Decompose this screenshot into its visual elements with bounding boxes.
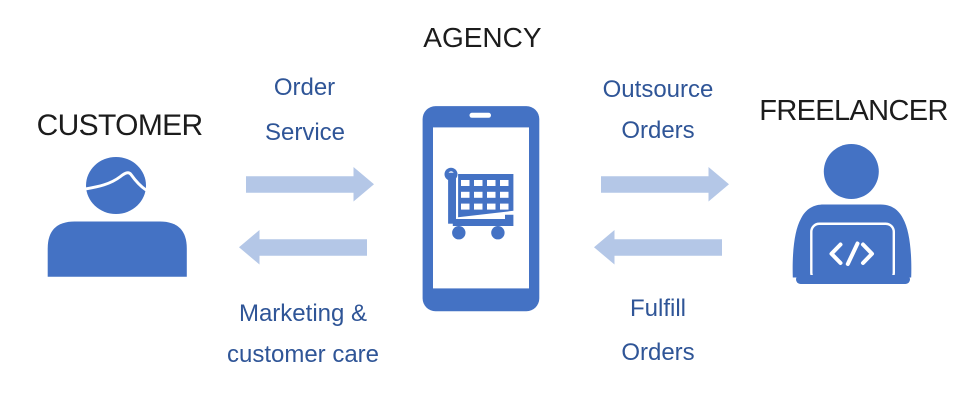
arrow-agency-to-freelancer (600, 166, 729, 201)
arrow-freelancer-to-agency (593, 230, 722, 265)
flow-outsource-line2: Orders (621, 117, 695, 145)
freelancer-head (823, 144, 879, 199)
arrow-agency-to-customer (238, 230, 367, 265)
customer-body (47, 221, 187, 277)
code-icon (829, 241, 874, 266)
freelancer-title: FREELANCER (759, 94, 948, 127)
freelancer-icon (792, 144, 912, 284)
customer-icon (47, 157, 187, 277)
customer-head (86, 157, 146, 214)
laptop-base (796, 275, 910, 284)
cart-icon (444, 167, 514, 240)
customer-title: CUSTOMER (36, 109, 204, 142)
agency-title: AGENCY (423, 21, 542, 53)
flow-fulfill-line1: Fulfill (629, 295, 687, 323)
flow-fulfill-line2: Orders (621, 339, 695, 367)
arrow-customer-to-agency (245, 166, 374, 201)
flow-outsource-line1: Outsource (602, 75, 714, 103)
phone-speaker (469, 112, 491, 118)
agency-phone-icon (422, 106, 540, 312)
flow-order-line1: Order (273, 73, 336, 101)
flow-order-line2: Service (264, 118, 346, 146)
flow-marketing-line2: customer care (226, 340, 380, 368)
flow-marketing-line1: Marketing & (238, 299, 368, 327)
customer-hair (84, 171, 148, 192)
